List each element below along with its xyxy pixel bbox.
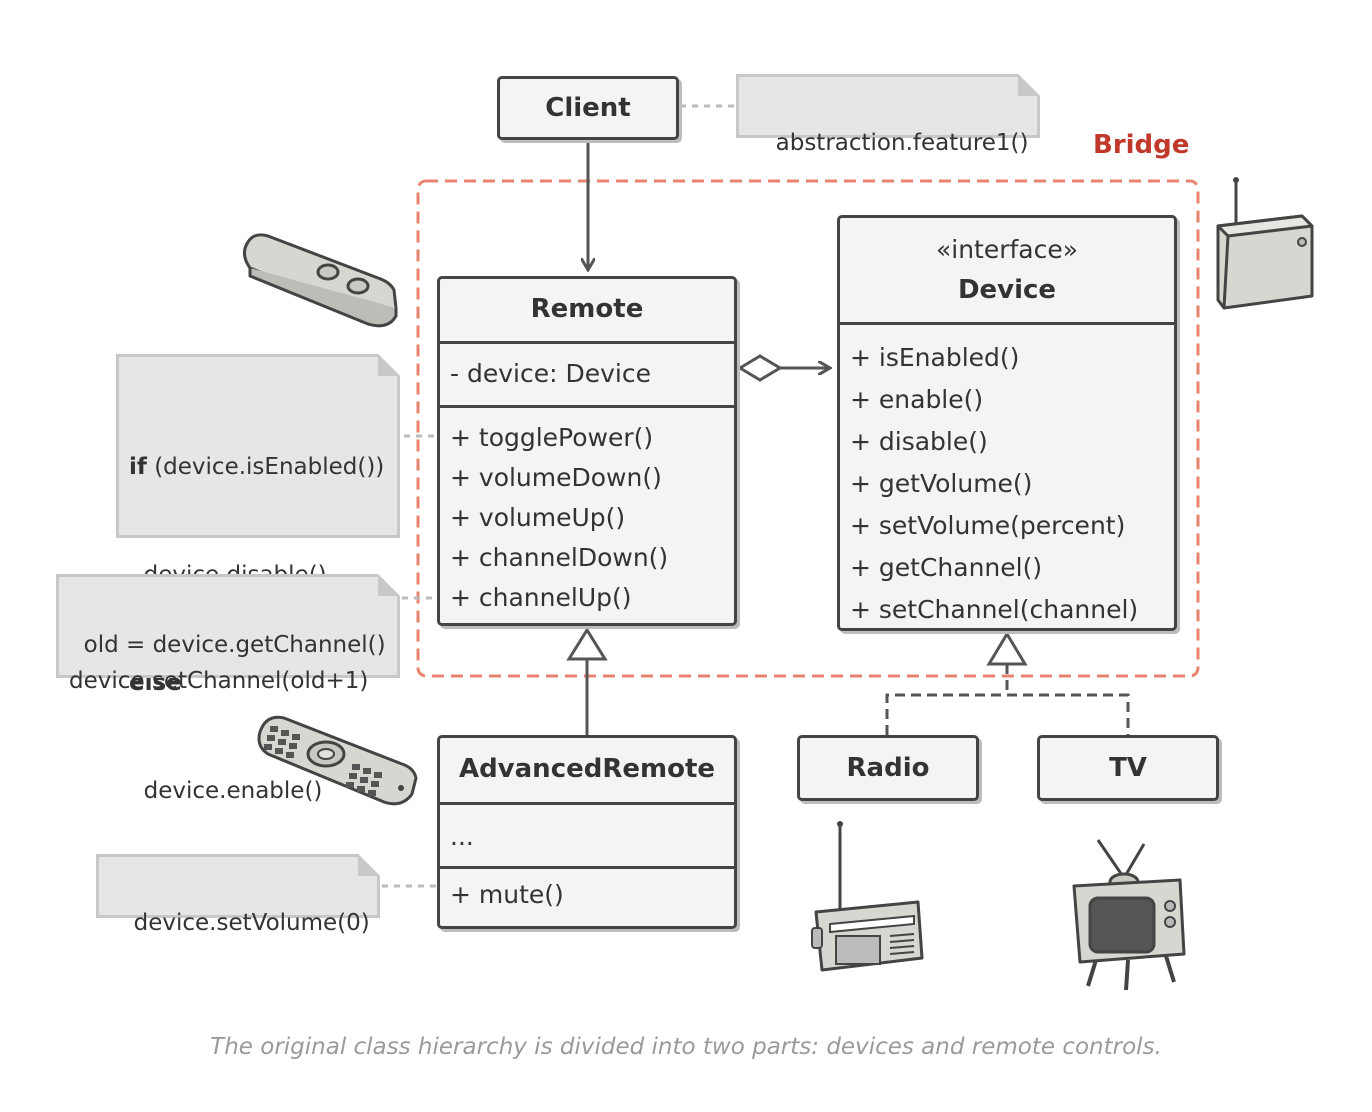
device-stereotype: «interface» [935,235,1079,264]
device-method: + getChannel() [850,553,1043,582]
figure-caption: The original class hierarchy is divided … [210,1034,1162,1060]
note-enable-line: device.enable() [129,778,323,804]
device-box-icon [1216,177,1314,310]
remote-method: + volumeDown() [450,463,662,492]
channel-up-note-text: old = device.getChannel() device.setChan… [69,632,386,694]
client-note-text: abstraction.feature1() [775,130,1029,156]
advanced-remote-icon [257,715,418,806]
bridge-frame [416,179,1200,678]
client-note: abstraction.feature1() [736,74,1040,156]
mute-note: device.setVolume(0) [96,854,380,936]
radio-icon [811,821,924,972]
remote-title: Remote [530,294,644,324]
radio-class[interactable]: Radio [797,735,979,801]
client-title: Client [545,93,631,123]
remote-field-device: - device: Device [450,359,651,388]
remote-method: + channelDown() [450,543,669,572]
remote-method: + togglePower() [450,423,654,452]
bridge-label: Bridge [1093,130,1190,160]
device-title: Device [957,275,1057,305]
advanced-remote-ellipsis: ... [450,822,474,851]
device-method: + enable() [850,385,984,414]
remote-method: + volumeUp() [450,503,626,532]
tv-icon [1072,839,1186,991]
tv-class[interactable]: TV [1037,735,1219,801]
device-method: + isEnabled() [850,343,1020,372]
remote-methods: + togglePower() + volumeDown() + volumeU… [440,405,734,618]
remote-header: Remote [440,279,734,341]
advanced-remote-methods: + mute() [440,866,734,915]
remote-fields: - device: Device [440,341,734,405]
advanced-remote-method: + mute() [450,880,564,909]
device-header: «interface» Device [840,218,1174,322]
mute-note-text: device.setVolume(0) [133,910,370,936]
client-class[interactable]: Client [497,76,679,140]
advanced-remote-class[interactable]: AdvancedRemote ... + mute() [437,735,737,929]
advanced-remote-header: AdvancedRemote [440,738,734,802]
device-method: + setChannel(channel) [850,595,1139,624]
aggregation-connector [737,354,830,382]
remote-method: + channelUp() [450,583,632,612]
radio-title: Radio [846,753,930,783]
inheritance-advanced-to-remote [566,627,608,735]
remote-class[interactable]: Remote - device: Device + togglePower() … [437,276,737,626]
note-if-keyword: if [129,454,147,480]
advanced-remote-fields: ... [440,802,734,866]
advanced-remote-title: AdvancedRemote [458,754,716,784]
tv-title: TV [1109,753,1147,783]
simple-remote-icon [243,233,398,328]
note-if-condition: (device.isEnabled()) [146,454,385,480]
channel-up-note: old = device.getChannel() device.setChan… [56,574,400,694]
device-method: + disable() [850,427,988,456]
device-interface[interactable]: «interface» Device + isEnabled() + enabl… [837,215,1177,631]
device-method: + setVolume(percent) [850,511,1126,540]
device-methods: + isEnabled() + enable() + disable() + g… [840,322,1174,631]
device-method: + getVolume() [850,469,1033,498]
implementation-connector [885,631,1130,735]
toggle-power-note: if (device.isEnabled()) device.disable()… [116,354,400,804]
